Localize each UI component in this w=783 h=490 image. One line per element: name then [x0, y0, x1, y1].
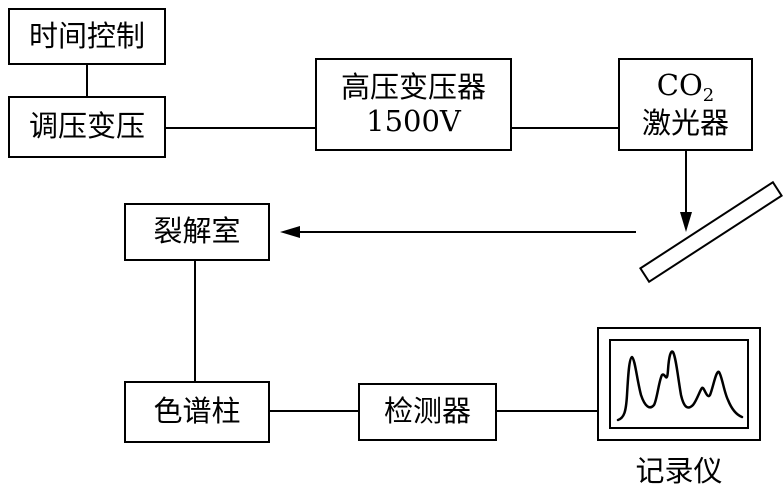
mirror [639, 180, 783, 284]
time-control-label: 时间控制 [28, 18, 145, 53]
chromatographic-column-label: 色谱柱 [153, 394, 241, 429]
time-control-box: 时间控制 [8, 8, 166, 65]
voltage-regulator-label: 调压变压 [28, 109, 145, 144]
co2-laser-formula: CO2 [656, 67, 715, 106]
voltage-regulator-box: 调压变压 [8, 96, 166, 158]
pyrolysis-chamber-label: 裂解室 [153, 214, 241, 249]
hv-transformer-label: 高压变压器 [340, 70, 486, 105]
co2-laser-box: CO2 激光器 [618, 58, 753, 151]
detector-label: 检测器 [383, 394, 471, 429]
hv-transformer-box: 高压变压器 1500V [315, 58, 512, 151]
recorder-chromatogram-trace [616, 350, 744, 422]
chromatographic-column-box: 色谱柱 [124, 381, 270, 443]
recorder-label: 记录仪 [635, 454, 723, 488]
laser-beam-arrowhead [680, 212, 692, 232]
pyrolysis-chamber-box: 裂解室 [124, 203, 270, 261]
detector-box: 检测器 [358, 383, 497, 441]
co2-laser-label: 激光器 [641, 105, 729, 140]
reflected-beam-arrowhead [280, 226, 300, 238]
hv-transformer-voltage: 1500V [366, 103, 461, 138]
